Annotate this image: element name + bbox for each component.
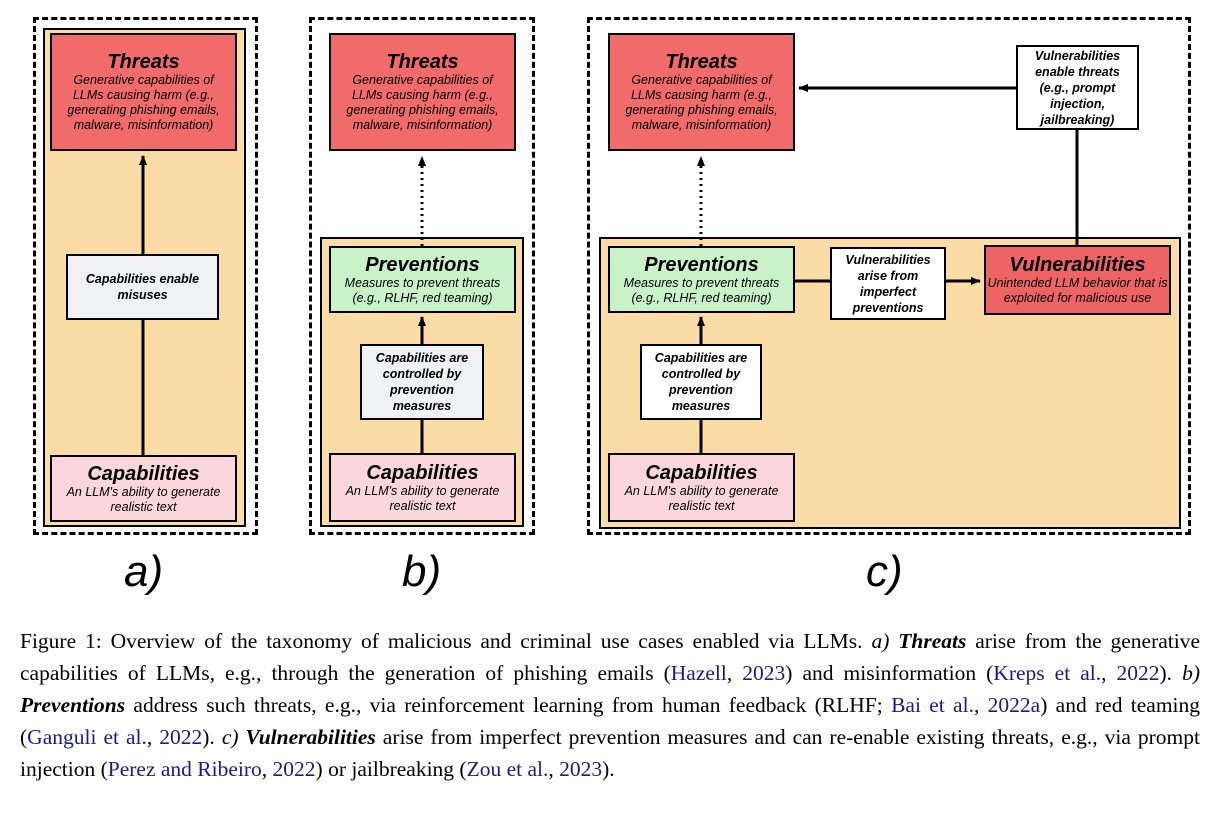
caption-c-text2: ) or jailbreaking ( (315, 757, 467, 781)
panel-a (33, 17, 258, 535)
panel-c-vulnerabilities-box: Vulnerabilities Unintended LLM behavior … (984, 245, 1171, 315)
citation-bai-author[interactable]: Bai et al. (891, 693, 974, 717)
citation-hazell-year[interactable]: 2023 (742, 661, 786, 685)
caption-a-term: Threats (898, 629, 967, 653)
caption-b-term: Preventions (20, 693, 126, 717)
panel-c-capabilities-desc: An LLM's ability to generate realistic t… (624, 483, 779, 513)
panel-c-enable-edge-box: Vulnerabilities enable threats (e.g., pr… (1016, 45, 1139, 130)
caption-b-text3: ). (202, 725, 215, 749)
panel-b-preventions-box: Preventions Measures to prevent threats … (329, 246, 516, 313)
panel-c-threats-desc: Generative capabilities of LLMs causing … (625, 73, 778, 132)
panel-a-threats-desc: Generative capabilities of LLMs causing … (67, 73, 220, 132)
caption-a-text1: arise from the generative capabilities o… (20, 629, 1201, 685)
caption-lead: Figure 1: Overview of the taxonomy of ma… (20, 629, 863, 653)
citation-perez-year[interactable]: 2022 (272, 757, 316, 781)
panel-a-edge-label: Capabilities enable misuses (85, 272, 200, 302)
caption-b-text2: ) and red teaming ( (20, 693, 1201, 749)
panel-b-capabilities-desc: An LLM's ability to generate realistic t… (345, 483, 500, 513)
panel-b-capabilities-title: Capabilities (366, 461, 479, 484)
caption-c-label: c) (221, 725, 239, 749)
panel-b-edge-box: Capabilities are controlled by preventio… (360, 344, 484, 420)
figure-caption: Figure 1: Overview of the taxonomy of ma… (20, 629, 1201, 781)
panel-c-preventions-desc: Measures to prevent threats (e.g., RLHF,… (623, 275, 780, 305)
caption-a-text3: ). (1159, 661, 1173, 685)
panel-c-arise-edge-box: Vulnerabilities arise from imperfect pre… (830, 247, 946, 320)
citation-kreps-author[interactable]: Kreps et al. (993, 661, 1102, 685)
panel-c-arise-edge-label: Vulnerabilities arise from imperfect pre… (845, 252, 931, 315)
panel-c-controlled-edge-box: Capabilities are controlled by preventio… (640, 344, 762, 420)
panel-a-threats-box: Threats Generative capabilities of LLMs … (50, 33, 237, 151)
panel-c-enable-edge-label: Vulnerabilities enable threats (e.g., pr… (1034, 48, 1121, 127)
panel-c-capabilities-title: Capabilities (645, 461, 758, 484)
panel-c (587, 17, 1191, 535)
panel-c-vulnerabilities-desc: Unintended LLM behavior that is exploite… (987, 276, 1168, 305)
panel-c-controlled-edge-label: Capabilities are controlled by preventio… (654, 351, 748, 413)
panel-c-label: c) (866, 547, 903, 596)
citation-hazell-author[interactable]: Hazell (670, 661, 727, 685)
citation-zou-author[interactable]: Zou et al. (466, 757, 549, 781)
citation-bai-year[interactable]: 2022a (987, 693, 1041, 717)
panel-b-threats-desc: Generative capabilities of LLMs causing … (346, 73, 499, 132)
caption-a-text2: ) and misinformation ( (785, 661, 994, 685)
panel-b-threats-box: Threats Generative capabilities of LLMs … (329, 33, 516, 151)
panel-b-threats-title: Threats (386, 51, 459, 73)
panel-b-preventions-desc: Measures to prevent threats (e.g., RLHF,… (344, 275, 501, 305)
panel-c-threats-box: Threats Generative capabilities of LLMs … (608, 33, 795, 151)
citation-zou-year[interactable]: 2023 (559, 757, 603, 781)
panel-a-capabilities-desc: An LLM's ability to generate realistic t… (66, 484, 221, 514)
panel-a-label: a) (124, 547, 164, 596)
caption-c-text3: ). (602, 757, 615, 781)
panel-a-edge-box: Capabilities enable misuses (66, 254, 219, 320)
citation-kreps-year[interactable]: 2022 (1116, 661, 1160, 685)
panel-c-preventions-title: Preventions (644, 253, 759, 276)
panel-a-threats-title: Threats (107, 51, 180, 73)
citation-ganguli-year[interactable]: 2022 (159, 725, 203, 749)
citation-ganguli-author[interactable]: Ganguli et al. (27, 725, 147, 749)
panel-b-preventions-title: Preventions (365, 253, 480, 276)
panel-a-capabilities-box: Capabilities An LLM's ability to generat… (50, 455, 237, 522)
panel-c-capabilities-box: Capabilities An LLM's ability to generat… (608, 453, 795, 522)
citation-perez-author[interactable]: Perez and Ribeiro (107, 757, 262, 781)
caption-a-label: a) (871, 629, 890, 653)
panel-c-threats-title: Threats (665, 51, 738, 73)
caption-b-label: b) (1182, 661, 1201, 685)
panel-b-capabilities-box: Capabilities An LLM's ability to generat… (329, 453, 516, 522)
panel-b-label: b) (402, 547, 442, 596)
panel-a-capabilities-title: Capabilities (87, 462, 200, 485)
panel-b (309, 17, 535, 535)
caption-c-term: Vulnerabilities (245, 725, 376, 749)
panel-c-vulnerabilities-title: Vulnerabilities (1009, 254, 1146, 276)
panel-b-edge-label: Capabilities are controlled by preventio… (375, 351, 469, 413)
caption-c-text1: arise from imperfect prevention measures… (20, 725, 1201, 781)
panel-c-preventions-box: Preventions Measures to prevent threats … (608, 246, 795, 313)
caption-b-text1: address such threats, e.g., via reinforc… (133, 693, 883, 717)
